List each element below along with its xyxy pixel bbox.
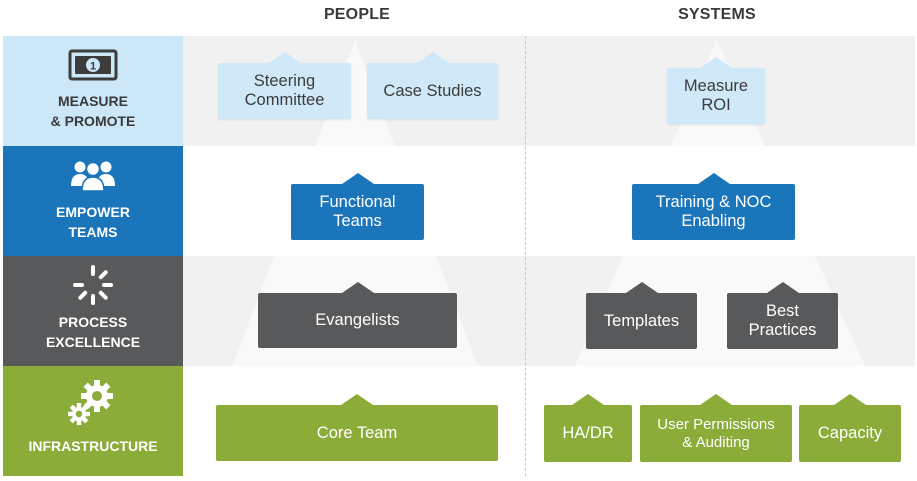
row-label-empower: EMPOWER TEAMS (3, 146, 183, 256)
gears-icon (3, 376, 183, 428)
people-group-icon (3, 158, 183, 192)
svg-text:1: 1 (90, 61, 96, 73)
measure-roi-box: Measure ROI (667, 57, 765, 124)
row-label-text: EMPOWER TEAMS (56, 204, 130, 240)
row-label-text: INFRASTRUCTURE (28, 438, 158, 454)
user-permissions-auditing-box: User Permissions & Auditing (640, 394, 792, 462)
column-divider (525, 36, 526, 476)
loading-spinner-icon (3, 264, 183, 306)
steering-committee-box: Steering Committee (218, 52, 351, 119)
capacity-box: Capacity (799, 394, 901, 462)
systems-pyramid-shape (527, 40, 915, 476)
case-studies-box: Case Studies (367, 52, 498, 119)
systems-column-header: SYSTEMS (678, 6, 756, 23)
ha-dr-box: HA/DR (544, 394, 632, 462)
dollar-bill-icon: 1 (3, 49, 183, 81)
row-label-text: PROCESS EXCELLENCE (45, 314, 141, 350)
evangelists-box: Evangelists (258, 282, 457, 348)
templates-box: Templates (586, 282, 697, 349)
training-noc-enabling-box: Training & NOC Enabling (632, 173, 795, 240)
people-pyramid-shape (191, 40, 519, 476)
row-label-text: MEASURE & PROMOTE (50, 93, 136, 129)
functional-teams-box: Functional Teams (291, 173, 424, 240)
row-label-measure: 1 MEASURE & PROMOTE (3, 36, 183, 146)
row-label-process: PROCESS EXCELLENCE (3, 256, 183, 366)
core-team-box: Core Team (216, 394, 498, 461)
best-practices-box: Best Practices (727, 282, 838, 349)
people-column-header: PEOPLE (323, 6, 391, 23)
row-label-infrastructure: INFRASTRUCTURE (3, 366, 183, 476)
